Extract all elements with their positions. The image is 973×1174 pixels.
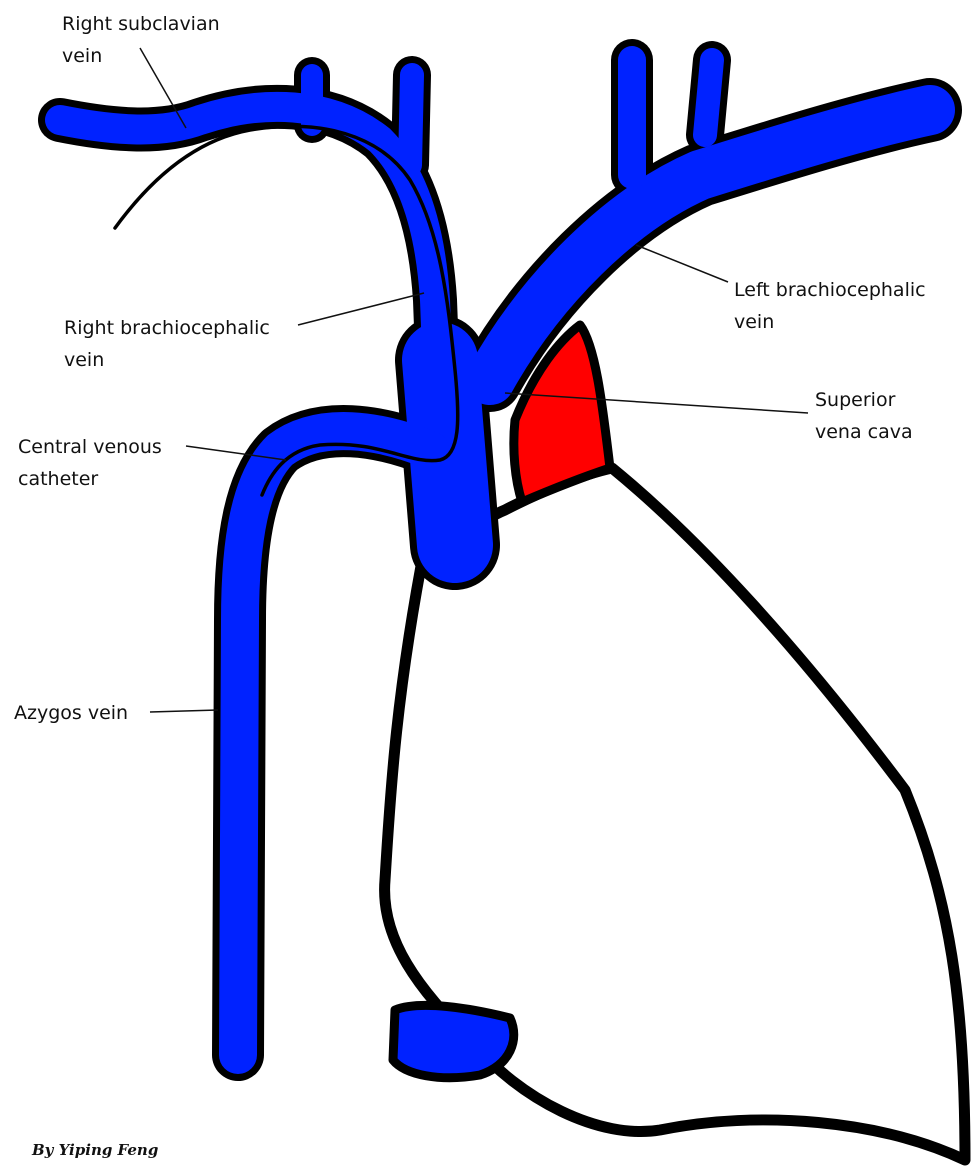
- label-central-venous-catheter: Central venous catheter: [18, 436, 168, 490]
- label-azygos-line1: Azygos vein: [14, 702, 128, 724]
- inferior-vena-cava: [393, 1005, 514, 1077]
- label-right-subclavian-line1: Right subclavian: [62, 13, 220, 35]
- label-right-brachiocephalic-line2: vein: [64, 349, 104, 371]
- leader-left-brachiocephalic: [636, 245, 728, 282]
- label-left-brachiocephalic-vein: Left brachiocephalic vein: [734, 279, 932, 333]
- label-left-brachiocephalic-line2: vein: [734, 311, 774, 333]
- leader-right-brachiocephalic: [298, 293, 424, 325]
- label-superior-vena-cava-line1: Superior: [815, 389, 896, 411]
- label-azygos-vein: Azygos vein: [14, 702, 128, 724]
- author-credit: By Yiping Feng: [31, 1141, 158, 1159]
- label-right-brachiocephalic-line1: Right brachiocephalic: [64, 317, 270, 339]
- label-central-venous-catheter-line2: catheter: [18, 468, 98, 490]
- label-superior-vena-cava: Superior vena cava: [815, 389, 913, 443]
- leader-azygos: [150, 710, 218, 712]
- label-right-brachiocephalic-vein: Right brachiocephalic vein: [64, 317, 276, 371]
- right-neck-vein-2: [410, 75, 412, 165]
- label-right-subclavian-vein: Right subclavian vein: [62, 13, 226, 67]
- label-left-brachiocephalic-line1: Left brachiocephalic: [734, 279, 926, 301]
- left-neck-vein-2: [705, 60, 712, 135]
- label-superior-vena-cava-line2: vena cava: [815, 421, 913, 443]
- label-right-subclavian-line2: vein: [62, 45, 102, 67]
- label-central-venous-catheter-line1: Central venous: [18, 436, 162, 458]
